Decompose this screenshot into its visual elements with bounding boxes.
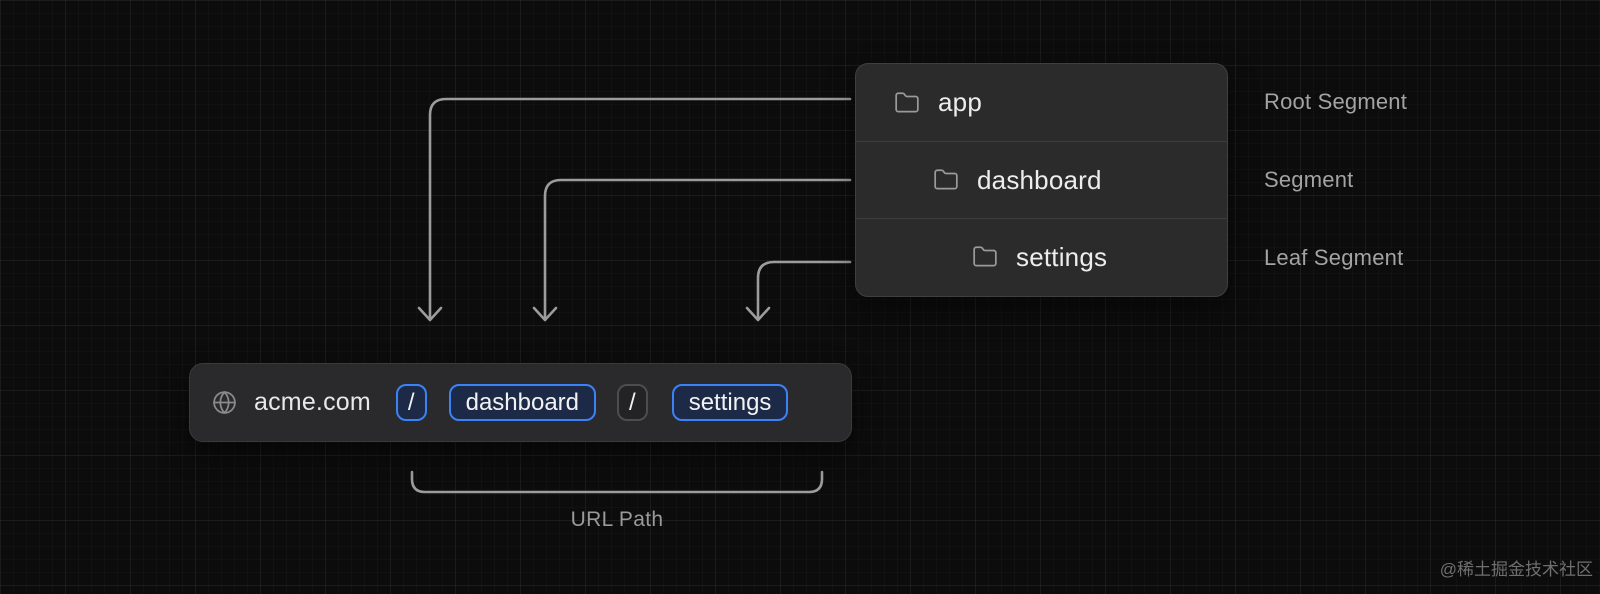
globe-icon [212, 390, 237, 415]
url-segment-dashboard: dashboard [448, 384, 597, 421]
folder-icon [894, 90, 920, 116]
folder-icon [972, 244, 998, 270]
arrow-root-segment [428, 97, 852, 320]
tree-item-label: settings [1016, 241, 1108, 272]
arrowhead-leaf-segment [745, 306, 771, 322]
annotation-leaf-segment: Leaf Segment [1264, 245, 1404, 270]
tree-item-label: app [938, 87, 982, 117]
tree-item-label: dashboard [977, 164, 1102, 195]
arrowhead-root-segment [417, 306, 443, 322]
url-segment-settings: settings [671, 384, 789, 421]
url-domain: acme.com [254, 388, 371, 416]
url-bar: acme.com / dashboard / settings [189, 363, 852, 442]
url-path-label: URL Path [570, 508, 664, 531]
arrowhead-segment [532, 306, 558, 322]
tree-item-app: app [856, 64, 1227, 141]
tree-item-settings: settings [856, 218, 1227, 295]
arrow-leaf-segment [756, 260, 852, 320]
file-tree-panel: app dashboard settings [855, 63, 1228, 297]
url-segment-slash-1: / [395, 384, 427, 421]
annotation-root-segment: Root Segment [1264, 89, 1408, 114]
segment-annotations: Root Segment Segment Leaf Segment [1264, 63, 1584, 297]
url-path-bracket [410, 470, 824, 494]
arrow-segment [543, 178, 852, 320]
watermark: @稀土掘金技术社区 [1439, 560, 1593, 579]
annotation-segment: Segment [1264, 167, 1354, 192]
tree-item-dashboard: dashboard [856, 141, 1227, 218]
folder-icon [933, 167, 959, 193]
url-segment-slash-2: / [617, 384, 648, 421]
